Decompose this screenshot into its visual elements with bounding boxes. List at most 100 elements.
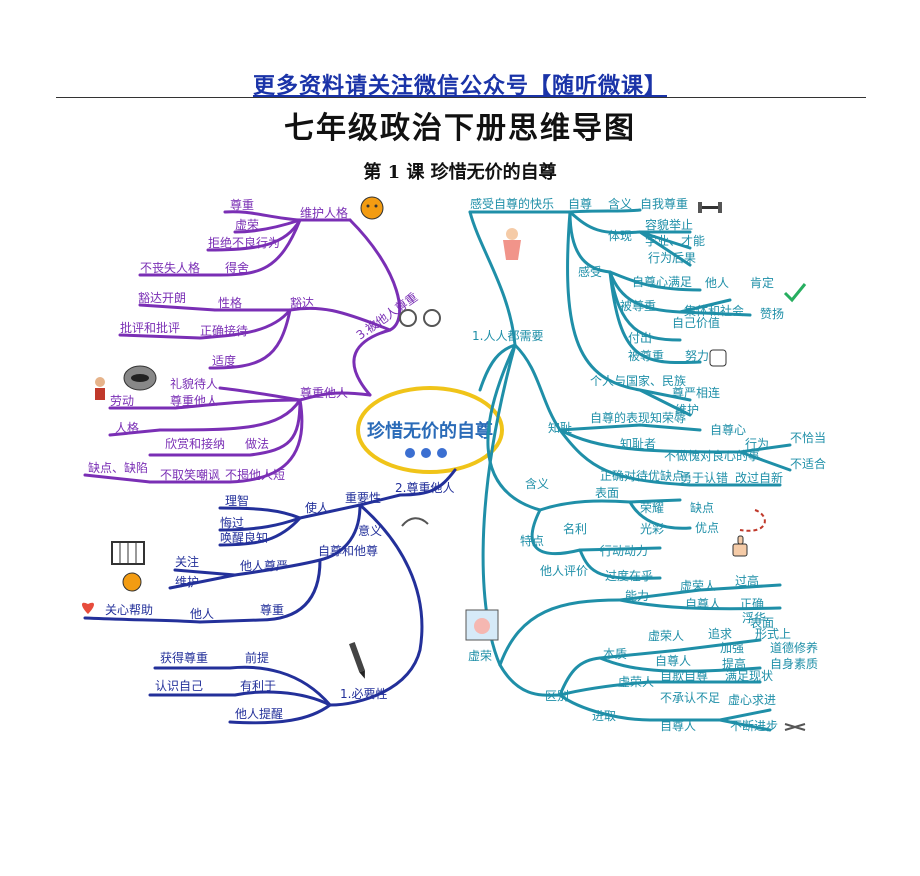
svg-text:体现: 体现: [608, 229, 632, 243]
svg-text:自尊心满足: 自尊心满足: [632, 274, 692, 289]
center-node: 珍惜无价的自尊: [356, 386, 504, 474]
svg-text:尊重他人: 尊重他人: [300, 385, 348, 400]
raccoon-icon: [123, 365, 157, 391]
thumbs-up-icon: [732, 535, 748, 557]
svg-text:特点: 特点: [520, 533, 544, 548]
svg-text:虚荣人: 虚荣人: [618, 675, 654, 689]
svg-text:不断进步: 不断进步: [730, 718, 778, 733]
svg-text:自尊人: 自尊人: [655, 653, 691, 668]
svg-text:个人与国家、民族: 个人与国家、民族: [590, 373, 686, 388]
page-title: 七年级政治下册思维导图: [284, 111, 636, 146]
svg-text:人格: 人格: [115, 420, 139, 435]
svg-text:表面: 表面: [750, 616, 774, 630]
svg-text:尊严相连: 尊严相连: [672, 385, 720, 400]
svg-text:劳动: 劳动: [110, 394, 134, 408]
svg-text:不承认不足: 不承认不足: [660, 691, 720, 705]
svg-text:重要性: 重要性: [345, 491, 381, 505]
svg-text:行动动力: 行动动力: [600, 544, 648, 558]
svg-text:尊重: 尊重: [230, 197, 254, 212]
svg-text:勇于认错: 勇于认错: [680, 471, 728, 485]
svg-text:不适合: 不适合: [790, 456, 826, 471]
svg-text:关注: 关注: [175, 554, 199, 569]
svg-text:1.人人都需要: 1.人人都需要: [472, 329, 543, 343]
svg-text:荣耀: 荣耀: [640, 501, 664, 515]
tiger-icon: [360, 196, 384, 220]
svg-text:虚荣: 虚荣: [468, 649, 492, 663]
svg-text:拒绝不良行为: 拒绝不良行为: [208, 235, 280, 250]
glasses-icon: [399, 309, 441, 327]
svg-text:进取: 进取: [592, 709, 616, 723]
teal-labels: 1.人人都需要 感受自尊的快乐 自尊 含义 自我尊重 体现 容貌举止 学业、才能…: [468, 196, 826, 733]
scissors-icon: [784, 723, 806, 731]
cage-icon: [111, 541, 145, 565]
svg-text:虚荣人: 虚荣人: [648, 629, 684, 643]
dumbbell-icon: [698, 202, 722, 213]
svg-text:适度: 适度: [212, 353, 236, 368]
svg-text:他人: 他人: [705, 276, 729, 290]
lesson-subtitle: 第 1 课 珍惜无价的自尊: [363, 162, 557, 183]
svg-text:缺点: 缺点: [690, 500, 714, 515]
svg-text:形式上: 形式上: [755, 627, 791, 641]
pencil-icon: [349, 642, 365, 679]
mind-map: 珍惜无价的自尊 3.被他人尊重 维护人格 尊重 虚荣 拒绝不良行为 得舍: [82, 196, 826, 733]
svg-text:自尊人: 自尊人: [685, 596, 721, 611]
svg-text:感受: 感受: [578, 264, 602, 279]
svg-text:行为后果: 行为后果: [648, 251, 696, 265]
svg-text:1.必要性: 1.必要性: [340, 687, 387, 701]
branch-respect-by-others: [83, 210, 402, 484]
svg-text:自己价值: 自己价值: [672, 315, 720, 330]
branch-everyone-needs: [468, 208, 792, 732]
svg-text:不丧失人格: 不丧失人格: [140, 260, 200, 275]
arrow-hint-icon: [739, 509, 766, 532]
svg-text:肯定: 肯定: [750, 275, 774, 290]
svg-text:自欺自尊: 自欺自尊: [660, 668, 708, 683]
svg-text:集体和社会: 集体和社会: [684, 303, 744, 318]
svg-text:自尊和他尊: 自尊和他尊: [318, 543, 378, 558]
svg-text:知耻者: 知耻者: [620, 437, 656, 451]
svg-text:缺点、缺陷: 缺点、缺陷: [88, 460, 148, 475]
svg-text:性格: 性格: [218, 295, 242, 310]
svg-text:意义: 意义: [358, 523, 382, 538]
svg-text:他人评价: 他人评价: [540, 564, 588, 578]
svg-text:提高: 提高: [722, 656, 746, 671]
svg-text:自身素质: 自身素质: [770, 656, 818, 671]
heart-icon: [82, 602, 94, 614]
svg-text:关心帮助: 关心帮助: [105, 603, 153, 617]
svg-text:区别: 区别: [545, 689, 569, 703]
svg-text:被尊重: 被尊重: [628, 348, 664, 363]
svg-text:过高: 过高: [735, 573, 759, 588]
svg-text:自尊: 自尊: [568, 196, 592, 211]
pig-mirror-icon: [465, 609, 499, 641]
svg-text:名利: 名利: [563, 521, 587, 536]
svg-text:能力: 能力: [625, 589, 649, 603]
svg-text:豁达开朗: 豁达开朗: [138, 290, 186, 305]
svg-text:维护人格: 维护人格: [300, 205, 348, 220]
svg-text:他人提醒: 他人提醒: [235, 706, 283, 721]
svg-text:优点: 优点: [695, 521, 719, 535]
checkmark-icon: [783, 283, 807, 303]
svg-text:维护: 维护: [175, 575, 199, 589]
svg-text:赞扬: 赞扬: [760, 306, 784, 321]
svg-text:理智: 理智: [225, 493, 249, 508]
svg-text:他人: 他人: [190, 607, 214, 621]
svg-text:虚荣人: 虚荣人: [680, 579, 716, 593]
svg-text:满足现状: 满足现状: [725, 669, 773, 683]
svg-text:知荣辱: 知荣辱: [650, 411, 686, 425]
svg-text:加强: 加强: [720, 641, 744, 655]
svg-text:不做愧对良心的事: 不做愧对良心的事: [664, 448, 760, 463]
svg-text:自尊人: 自尊人: [660, 718, 696, 733]
banner-text[interactable]: 更多资料请关注微信公众号【随听微课】: [252, 73, 667, 99]
svg-text:使人: 使人: [305, 500, 329, 515]
svg-text:追求: 追求: [708, 626, 732, 641]
fairy-icon: [503, 228, 521, 260]
svg-text:自我尊重: 自我尊重: [640, 196, 688, 211]
svg-text:尊重: 尊重: [260, 602, 284, 617]
svg-text:唤醒良知: 唤醒良知: [220, 530, 268, 545]
header-divider: [56, 97, 866, 98]
svg-text:努力: 努力: [685, 348, 709, 363]
svg-text:做法: 做法: [245, 436, 269, 451]
svg-text:尊重他人: 尊重他人: [170, 393, 218, 408]
svg-text:批评和批评: 批评和批评: [120, 320, 180, 335]
branch-respect-others: [83, 468, 457, 725]
svg-text:维护: 维护: [675, 403, 699, 417]
